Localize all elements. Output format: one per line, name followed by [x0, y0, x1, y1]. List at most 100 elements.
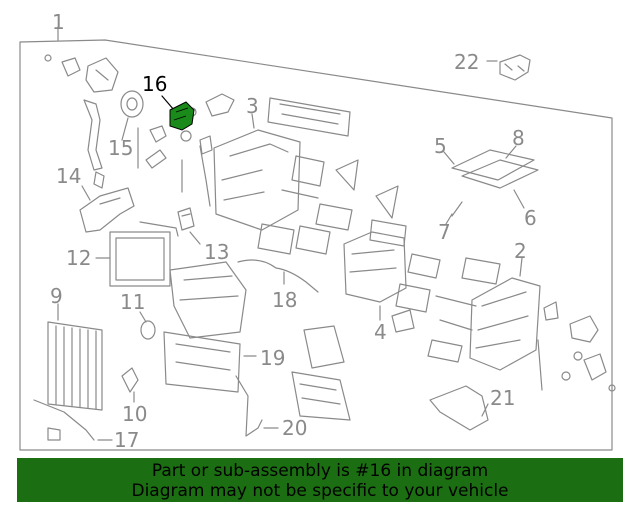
part-19-case	[169, 261, 247, 339]
part-actuator-right-b	[583, 353, 607, 381]
banner-line-part: Part or sub-assembly is #16 in diagram	[151, 461, 489, 481]
leader-11	[139, 311, 147, 323]
leader-2	[519, 257, 523, 277]
part-12-tab	[139, 221, 179, 237]
part-door-b	[407, 253, 441, 279]
part-7-pin	[451, 201, 463, 217]
leader-8	[505, 145, 517, 159]
callout-7: 7	[438, 220, 451, 244]
part-gear-a	[149, 125, 167, 143]
part-door-c	[427, 339, 463, 363]
part-fin-a	[335, 159, 359, 191]
part-16-highlighted	[169, 101, 195, 131]
part-fan-case	[303, 325, 345, 369]
callout-9: 9	[50, 284, 63, 308]
leader-21	[481, 403, 489, 417]
part-8-frame	[461, 159, 539, 189]
part-grille-top	[267, 97, 351, 137]
part-small-lever	[145, 149, 167, 169]
part-vent-c	[295, 225, 331, 255]
part-motor-cover	[85, 57, 119, 93]
part-22	[499, 54, 531, 81]
callout-17: 17	[114, 428, 140, 452]
part-plate-a	[391, 309, 415, 333]
part-vent-b	[257, 223, 295, 255]
leader-5	[443, 151, 455, 165]
part-4-top-grid	[369, 219, 407, 247]
callout-13: 13	[204, 240, 230, 264]
callout-19: 19	[260, 346, 286, 370]
part-3-housing	[213, 129, 301, 231]
part-small-bracket-a	[61, 57, 81, 77]
leader-13	[189, 231, 201, 245]
info-banner: Part or sub-assembly is #16 in diagram D…	[17, 458, 623, 502]
callout-14: 14	[56, 164, 82, 188]
callout-18: 18	[272, 288, 298, 312]
callout-6: 6	[524, 206, 537, 230]
part-door-a	[315, 203, 353, 231]
callout-22: 22	[454, 50, 480, 74]
part-actuator-right	[569, 315, 599, 343]
part-10-damper	[121, 367, 139, 393]
part-bracket-top	[205, 93, 235, 117]
part-vent-a	[291, 155, 325, 187]
part-20-pipe	[235, 375, 263, 437]
part-15-disc	[120, 90, 144, 118]
part-17-wire	[33, 399, 95, 441]
leader-6	[513, 189, 525, 209]
assembly-frame	[19, 39, 613, 451]
banner-line-disclaimer: Diagram may not be specific to your vehi…	[131, 481, 509, 501]
part-fin-b	[375, 185, 399, 219]
part-screw-right-b	[573, 351, 583, 361]
part-17-clip	[47, 427, 61, 441]
part-vent-d	[461, 257, 501, 285]
part-link-right	[537, 339, 543, 391]
leader-14	[81, 185, 91, 201]
part-link-b	[199, 145, 211, 207]
part-5-frame	[451, 149, 535, 181]
part-clip-right	[543, 301, 559, 321]
callout-8: 8	[512, 126, 525, 150]
leader-7	[445, 213, 453, 225]
part-21-duct	[429, 385, 489, 431]
callout-16: 16	[142, 72, 168, 96]
callout-3: 3	[246, 94, 259, 118]
screw-top-left	[44, 54, 52, 62]
part-rod-d	[435, 295, 477, 307]
part-grommet-a	[180, 130, 192, 142]
part-screw-right-c	[608, 384, 616, 392]
callout-11: 11	[120, 290, 146, 314]
part-18-hose	[237, 259, 319, 293]
part-13-seal	[177, 207, 195, 231]
callout-10: 10	[122, 402, 148, 426]
callout-12: 12	[66, 246, 92, 270]
part-lower-grille	[291, 371, 351, 421]
leader-15	[121, 117, 129, 141]
callout-4: 4	[374, 320, 387, 344]
part-9-fins	[55, 325, 97, 410]
part-9-evaporator	[47, 321, 103, 411]
part-rod-e	[439, 319, 473, 331]
part-4-housing	[343, 231, 407, 303]
part-12-cover	[109, 231, 171, 287]
part-link-arm	[83, 99, 103, 171]
callout-21: 21	[490, 386, 516, 410]
part-screw-right-a	[561, 371, 571, 381]
leader-3	[251, 113, 255, 129]
part-14-duct	[79, 187, 135, 233]
part-vent-e	[395, 283, 431, 313]
part-19-lower	[163, 331, 241, 393]
part-rod-c	[281, 189, 319, 199]
callout-1: 1	[52, 10, 65, 34]
callout-2: 2	[514, 239, 527, 263]
callout-15: 15	[108, 136, 134, 160]
leader-16	[161, 95, 175, 111]
callout-20: 20	[282, 416, 308, 440]
part-11-grommet	[140, 320, 156, 340]
part-clip-a	[93, 171, 105, 189]
part-clip-b	[199, 135, 213, 155]
callout-5: 5	[434, 134, 447, 158]
part-2-housing	[469, 277, 541, 371]
